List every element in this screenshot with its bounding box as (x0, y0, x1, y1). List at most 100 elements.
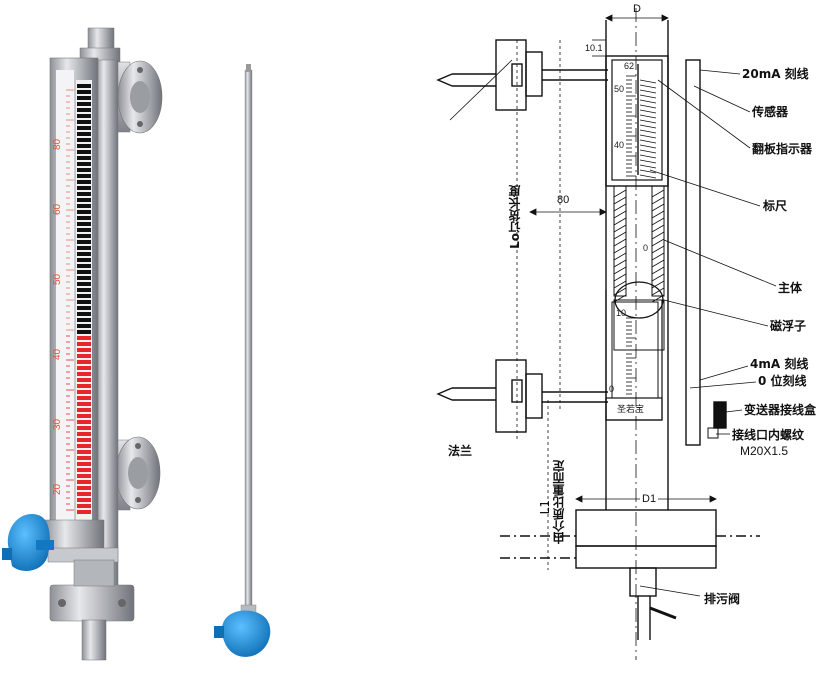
hatch-line (613, 238, 627, 247)
red-flap (77, 492, 91, 496)
black-flap (77, 282, 91, 286)
hatch-line (651, 189, 665, 198)
hatch-line (613, 203, 627, 212)
hatch-line (613, 196, 627, 205)
flap-line (639, 84, 657, 89)
hatch-line (613, 280, 627, 289)
label-scale: 标尺 (763, 199, 788, 213)
red-flap (77, 372, 91, 376)
black-flap (77, 84, 91, 88)
hatch-line (613, 231, 627, 240)
dim-d1: D1 (640, 493, 659, 505)
hatch-line (613, 287, 627, 296)
black-flap (77, 156, 91, 160)
hatch-line (613, 189, 627, 198)
black-flap (77, 180, 91, 184)
hatch-line (613, 217, 627, 226)
flap-line (639, 94, 657, 99)
red-flap (77, 378, 91, 382)
hatch-line (651, 224, 665, 233)
black-flap (77, 210, 91, 214)
black-flap (77, 330, 91, 334)
flap-line (639, 159, 657, 164)
red-flap (77, 444, 91, 448)
red-flap (77, 450, 91, 454)
black-flap (77, 198, 91, 202)
black-flap (77, 90, 91, 94)
red-flap (77, 360, 91, 364)
scale-mark-10: 10 (616, 308, 627, 318)
black-flap (77, 234, 91, 238)
red-flap (77, 414, 91, 418)
hatch-line (651, 231, 665, 240)
black-flap (77, 168, 91, 172)
black-flap (77, 132, 91, 136)
label-zero-line: 0 位刻线 (758, 374, 807, 388)
red-flap (77, 480, 91, 484)
hatch-line (613, 224, 627, 233)
black-flap (77, 96, 91, 100)
red-flap (77, 396, 91, 400)
flap-line (639, 114, 657, 119)
red-flap (77, 420, 91, 424)
hatch-line (613, 294, 627, 303)
label-flange: 法兰 (448, 444, 473, 458)
hatch-line (613, 266, 627, 275)
black-flap (77, 138, 91, 142)
photo-scale-number: 20 (52, 483, 63, 495)
dim-10-1: 10.1 (585, 43, 603, 53)
hatch-line (613, 273, 627, 282)
hatch-line (651, 238, 665, 247)
black-flap (77, 324, 91, 328)
black-flap (77, 192, 91, 196)
label-sensor: 传感器 (752, 105, 789, 119)
hatch-line (651, 266, 665, 275)
photo-scale-number: 60 (52, 203, 63, 215)
photo-scale-number: 30 (52, 418, 63, 430)
hatch-line (651, 217, 665, 226)
label-20ma-line: 20mA 刻线 (742, 67, 809, 81)
flap-line (639, 169, 657, 174)
hatch-line (651, 280, 665, 289)
black-flap (77, 114, 91, 118)
red-flap (77, 510, 91, 514)
flap-line (639, 164, 657, 169)
red-flap (77, 456, 91, 460)
black-flap (77, 258, 91, 262)
red-flap (77, 474, 91, 478)
black-flap (77, 246, 91, 250)
red-flap (77, 438, 91, 442)
black-flap (77, 300, 91, 304)
label-thread: 接线口内螺纹 (732, 428, 805, 442)
hatch-line (651, 259, 665, 268)
red-flap (77, 498, 91, 502)
black-flap (77, 186, 91, 190)
red-flap (77, 408, 91, 412)
black-flap (77, 174, 91, 178)
red-flap (77, 426, 91, 430)
scale-mark-50: 50 (614, 84, 625, 94)
flap-line (639, 174, 657, 179)
hatch-line (651, 196, 665, 205)
red-flap (77, 462, 91, 466)
hatch-line (651, 210, 665, 219)
flap-line (639, 139, 657, 144)
label-drain-valve: 排污阀 (704, 592, 741, 606)
black-flap (77, 150, 91, 154)
scale-mark-0: 0 (609, 384, 615, 394)
hatch-line (651, 294, 665, 303)
red-flap (77, 342, 91, 346)
black-flap (77, 306, 91, 310)
dim-80: 80 (557, 194, 570, 206)
red-flap (77, 354, 91, 358)
flap-line (639, 119, 657, 124)
hatch-line (613, 245, 627, 254)
red-flap (77, 366, 91, 370)
photo-scale-number: 40 (52, 348, 63, 360)
flap-line (639, 99, 657, 104)
black-flap (77, 120, 91, 124)
red-flap (77, 336, 91, 340)
black-flap (77, 240, 91, 244)
